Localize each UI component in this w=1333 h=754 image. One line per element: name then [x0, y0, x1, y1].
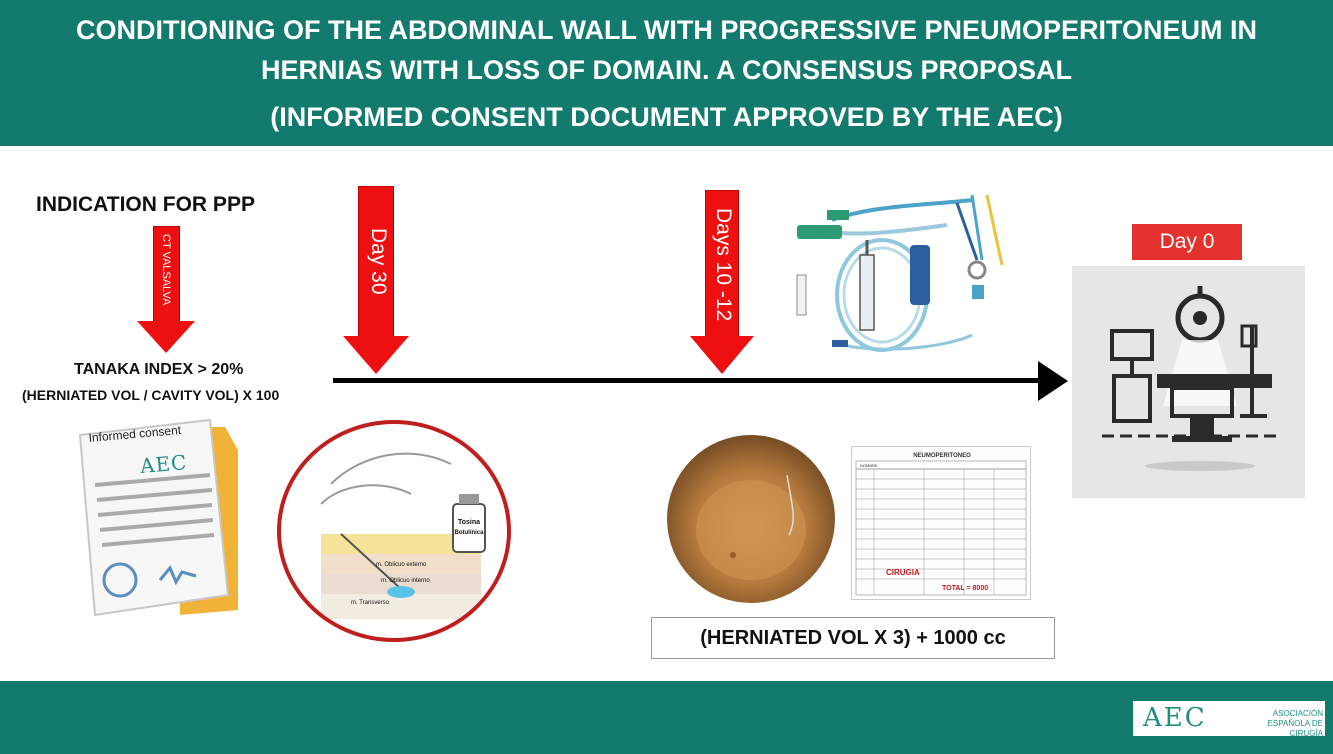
informed-consent-image	[78, 418, 238, 617]
timeline-arrowhead	[1038, 361, 1068, 401]
aec-logo-subtitle: ASOCIACIÓN ESPAÑOLA DE CIRUGÍA	[1267, 709, 1323, 738]
ct-valsalva-arrow: CT VALSALVA	[137, 226, 195, 353]
page-subtitle: (INFORMED CONSENT DOCUMENT APPROVED BY T…	[270, 102, 1063, 132]
footer-banner	[0, 681, 1333, 754]
days-10-12-label: Days 10 -12	[712, 208, 735, 322]
title-line-2: HERNIAS WITH LOSS OF DOMAIN. A CONSENSUS…	[260, 55, 1073, 85]
page-title: CONDITIONING OF THE ABDOMINAL WALL WITH …	[20, 10, 1313, 90]
operating-room-image	[1072, 266, 1305, 498]
consent-logo: AEC	[139, 449, 189, 479]
operating-room-icon	[1102, 286, 1277, 471]
day-30-arrow: Day 30	[343, 186, 409, 374]
indication-heading: INDICATION FOR PPP	[36, 193, 255, 216]
sheet-total-note: TOTAL = 8000	[942, 585, 988, 592]
formula-text: (HERNIATED VOL X 3) + 1000 cc	[700, 627, 1006, 649]
sheet-title: NEUMOPERITONEO	[913, 453, 971, 459]
muscle-transverse-label: m. Transverso	[351, 600, 390, 606]
svg-text:NOMBRE: NOMBRE	[860, 463, 878, 468]
aec-logo: AEC ASOCIACIÓN ESPAÑOLA DE CIRUGÍA	[1133, 701, 1325, 738]
aec-logo-mark: AEC	[1143, 703, 1207, 733]
ct-valsalva-label: CT VALSALVA	[160, 234, 172, 306]
muscle-internal-label: m. Oblicuo interno	[381, 578, 430, 584]
day-0-badge: Day 0	[1132, 224, 1242, 260]
abdominal-hernia-photo	[667, 435, 835, 603]
toxin-label: Tosina	[458, 519, 480, 526]
sheet-surgery-note: CIRUGIA	[886, 568, 920, 577]
timeline-line	[333, 378, 1043, 383]
catheter-kit-image	[796, 194, 1004, 352]
insufflation-volume-formula: (HERNIATED VOL X 3) + 1000 cc	[651, 617, 1055, 659]
toxin-label-2: Botulínica	[454, 530, 484, 536]
tanaka-index: TANAKA INDEX > 20%	[74, 361, 244, 378]
muscle-external-label: m. Oblicuo externo	[376, 562, 427, 568]
header-banner: CONDITIONING OF THE ABDOMINAL WALL WITH …	[0, 0, 1333, 146]
day-30-label: Day 30	[367, 228, 390, 295]
title-line-1: CONDITIONING OF THE ABDOMINAL WALL WITH …	[75, 15, 1258, 45]
tanaka-formula: (HERNIATED VOL / CAVITY VOL) X 100	[22, 387, 280, 403]
botulinum-injection-image: Tosina Botulínica m. Oblicuo externo m. …	[277, 420, 511, 642]
pneumoperitoneum-record-sheet: NEUMOPERITONEO NOMBRE CIRUGIA TOTAL = 80…	[851, 446, 1031, 600]
days-10-12-arrow: Days 10 -12	[690, 190, 754, 374]
